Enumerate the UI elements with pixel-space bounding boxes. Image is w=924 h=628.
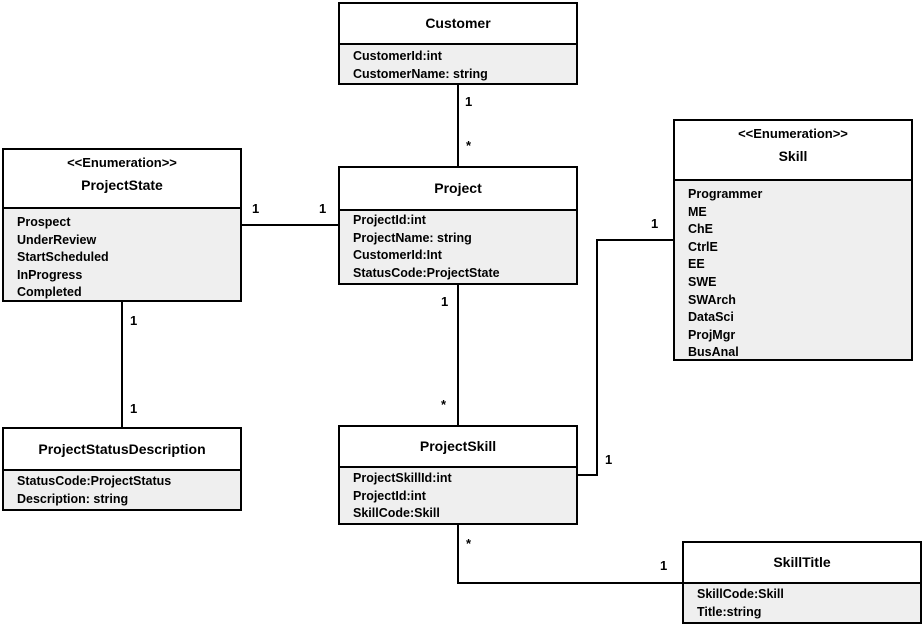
attribute: SkillCode:Skill [353, 506, 440, 521]
multiplicity-skilltitle-end: 1 [660, 558, 668, 573]
attribute: ProjectName: string [353, 230, 472, 245]
enum-value: UnderReview [17, 232, 97, 247]
multiplicity-projectstate-end: 1 [252, 201, 260, 216]
project-class-header: Project [340, 168, 576, 211]
enum-value: SWE [688, 274, 717, 289]
multiplicity-project-end: * [466, 138, 472, 153]
enum-value: ProjMgr [688, 327, 736, 342]
skill-projectskill-line [577, 239, 673, 476]
attribute: ProjectSkillId:int [353, 471, 452, 485]
enum-value: Completed [17, 285, 82, 300]
class-name: ProjectState [81, 177, 163, 193]
projectstate-class-header: <<Enumeration>> ProjectState [4, 150, 240, 209]
enum-value: ME [688, 204, 707, 219]
projectskill-skilltitle-line [457, 525, 682, 584]
attribute: Description: string [17, 491, 129, 506]
class-name: ProjectStatusDescription [38, 441, 206, 457]
project-class[interactable]: Project ProjectId:int ProjectName: strin… [338, 166, 578, 285]
projectskill-class[interactable]: ProjectSkill ProjectSkillId:int ProjectI… [338, 425, 578, 525]
enum-value: ChE [688, 222, 713, 237]
skilltitle-attributes: SkillCode:Skill Title:string [684, 584, 920, 622]
projectstatusdescription-class[interactable]: ProjectStatusDescription StatusCode:Proj… [2, 427, 242, 511]
stereotype-label: <<Enumeration>> [67, 155, 177, 170]
skill-values: Programmer ME ChE CtrlE EE SWE SWArch Da… [675, 181, 911, 359]
enum-value: DataSci [688, 310, 734, 325]
class-name: ProjectSkill [419, 438, 497, 454]
multiplicity-projectskill-end: * [441, 397, 447, 412]
attribute: CustomerId:Int [353, 248, 442, 263]
projectskill-class-header: ProjectSkill [340, 427, 576, 468]
projectstatusdescription-attributes: StatusCode:ProjectStatus Description: st… [4, 471, 240, 509]
attribute: SkillCode:Skill [697, 587, 784, 601]
enum-value: BusAnal [688, 345, 739, 360]
projectstate-values: Prospect UnderReview StartScheduled InPr… [4, 209, 240, 300]
projectskill-attributes: ProjectSkillId:int ProjectId:int SkillCo… [340, 468, 576, 523]
skilltitle-class[interactable]: SkillTitle SkillCode:Skill Title:string [682, 541, 922, 624]
attribute: StatusCode:ProjectState [353, 265, 500, 280]
enum-value: EE [688, 257, 705, 272]
enum-value: Prospect [17, 215, 71, 229]
attribute: CustomerId:int [353, 49, 442, 63]
enum-value: InProgress [17, 267, 83, 282]
customer-class-header: Customer [340, 4, 576, 45]
enum-value: SWArch [688, 292, 736, 307]
projectstate-class[interactable]: <<Enumeration>> ProjectState Prospect Un… [2, 148, 242, 302]
multiplicity-projectskill-end: 1 [605, 452, 613, 467]
enum-value: CtrlE [688, 239, 718, 254]
skilltitle-class-header: SkillTitle [684, 543, 920, 584]
attribute: StatusCode:ProjectStatus [17, 474, 172, 488]
multiplicity-projectskill-end: * [466, 536, 472, 551]
multiplicity-statusdescription-end: 1 [130, 401, 138, 416]
multiplicity-projectstate-end: 1 [130, 313, 138, 328]
stereotype-label: <<Enumeration>> [738, 126, 848, 141]
attribute: CustomerName: string [353, 66, 488, 81]
attribute: Title:string [697, 604, 762, 619]
multiplicity-project-end: 1 [319, 201, 327, 216]
enum-value: Programmer [688, 187, 763, 201]
class-name: Customer [425, 15, 491, 31]
multiplicity-customer-end: 1 [465, 94, 473, 109]
project-attributes: ProjectId:int ProjectName: string Custom… [340, 211, 576, 283]
customer-class[interactable]: Customer CustomerId:int CustomerName: st… [338, 2, 578, 85]
skill-class[interactable]: <<Enumeration>> Skill Programmer ME ChE … [673, 119, 913, 361]
enum-value: StartScheduled [17, 250, 109, 265]
class-name: SkillTitle [773, 554, 831, 570]
projectstatusdescription-class-header: ProjectStatusDescription [4, 429, 240, 471]
skill-class-header: <<Enumeration>> Skill [675, 121, 911, 181]
attribute: ProjectId:int [353, 488, 426, 503]
class-name: Project [434, 180, 482, 196]
class-name: Skill [778, 148, 808, 164]
multiplicity-skill-end: 1 [651, 216, 659, 231]
multiplicity-project-end: 1 [441, 294, 449, 309]
customer-attributes: CustomerId:int CustomerName: string [340, 45, 576, 83]
attribute: ProjectId:int [353, 213, 426, 227]
